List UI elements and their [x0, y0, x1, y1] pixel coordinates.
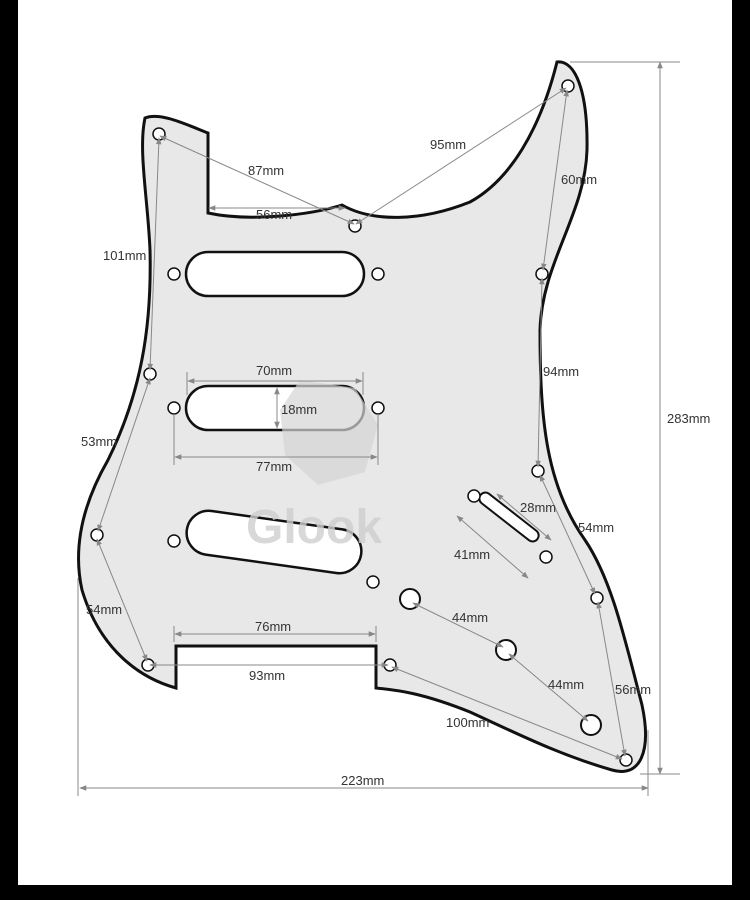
pickup-screw-hole: [167, 534, 181, 548]
dimension-lines: [77, 61, 680, 796]
bridge-pickup-slot: [185, 509, 363, 575]
dim-label-28: 28mm: [520, 500, 556, 515]
dim-label-44-upper: 44mm: [452, 610, 488, 625]
screw-hole: [619, 753, 633, 767]
switch-screw-hole: [539, 550, 553, 564]
dim-label-93: 93mm: [249, 668, 285, 683]
pickup-screw-hole: [366, 575, 380, 589]
dim-label-77: 77mm: [256, 459, 292, 474]
neck-pickup-slot: [184, 250, 366, 298]
dimension-labels: 87mm 56mm 95mm 60mm 101mm 283mm 70mm 18m…: [81, 137, 710, 788]
dim-label-101: 101mm: [103, 248, 146, 263]
pickup-screw-hole: [167, 267, 181, 281]
screw-hole: [561, 79, 575, 93]
dim-label-56-right: 56mm: [615, 682, 651, 697]
dim-label-54-left: 54mm: [86, 602, 122, 617]
dim-label-60: 60mm: [561, 172, 597, 187]
pickup-screw-hole: [167, 401, 181, 415]
dim-label-44-lower: 44mm: [548, 677, 584, 692]
dim-label-94: 94mm: [543, 364, 579, 379]
watermark-text: Glook: [246, 501, 382, 554]
pickup-screw-hole: [371, 401, 385, 415]
switch-screw-hole: [467, 489, 481, 503]
dim-label-41: 41mm: [454, 547, 490, 562]
dim-label-95: 95mm: [430, 137, 466, 152]
dim-label-18: 18mm: [281, 402, 317, 417]
screw-hole: [590, 591, 604, 605]
volume-pot-hole: [399, 588, 421, 610]
dim-label-76: 76mm: [255, 619, 291, 634]
dim-label-87: 87mm: [248, 163, 284, 178]
dim-label-53: 53mm: [81, 434, 117, 449]
pickup-screw-hole: [371, 267, 385, 281]
dim-label-70: 70mm: [256, 363, 292, 378]
dim-label-56: 56mm: [256, 207, 292, 222]
dim-label-54-right: 54mm: [578, 520, 614, 535]
dim-label-223: 223mm: [341, 773, 384, 788]
dim-label-100: 100mm: [446, 715, 489, 730]
dim-label-283: 283mm: [667, 411, 710, 426]
